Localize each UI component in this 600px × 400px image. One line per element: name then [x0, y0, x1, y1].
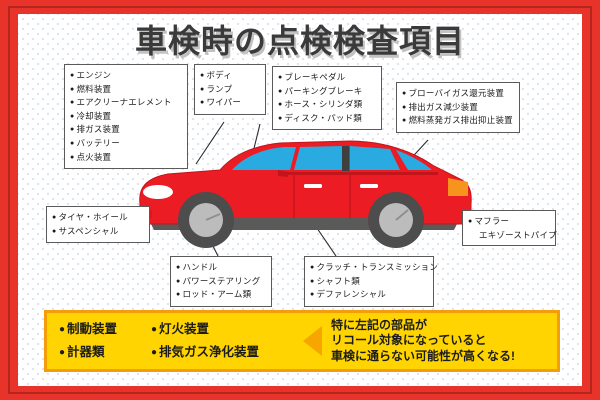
warning-note-line: 車検に通らない可能性が高くなる!	[331, 348, 515, 363]
callout-item: タイヤ・ホイール	[52, 211, 144, 225]
callout-item: 排ガス装置	[70, 123, 182, 137]
warning-note: 特に左記の部品が リコール対象になっていると 車検に通らない可能性が高くなる!	[325, 313, 557, 369]
side-mirror	[278, 170, 288, 177]
callout-item: エンジン	[70, 69, 182, 83]
muffler-callout: マフラー エキゾーストパイプ	[462, 210, 557, 247]
brake-callout: ブレーキペダル パーキングブレーキ ホース・シリンダ類 ディスク・パッド類	[272, 66, 382, 131]
callout-item: 燃料蒸発ガス排出抑止装置	[402, 114, 514, 128]
car-illustration	[138, 140, 472, 248]
front-wheel	[178, 192, 234, 248]
steering-callout: ハンドル パワーステアリング ロッド・アーム類	[170, 256, 272, 307]
warning-note-line: 特に左記の部品が	[331, 317, 428, 332]
frame-line-left	[8, 6, 10, 394]
frame-line-bottom	[8, 392, 592, 394]
callout-item: ホース・シリンダ類	[278, 98, 376, 112]
callout-item: ランプ	[200, 83, 260, 97]
poster-canvas: 車検時の点検検査項目	[18, 14, 582, 386]
headlight	[143, 185, 173, 199]
callout-item: マフラー	[468, 215, 550, 229]
callout-item: エキゾーストパイプ	[479, 229, 557, 240]
beltline-trim	[288, 172, 438, 175]
callout-item: ボディ	[200, 69, 260, 83]
callout-item: パワーステアリング	[176, 275, 266, 289]
summary-item: 制動装置	[59, 318, 151, 341]
left-arrow-icon	[299, 313, 325, 369]
summary-bar-items: 制動装置 灯火装置 計器類 排気ガス浄化装置	[47, 313, 299, 369]
page-title: 車検時の点検検査項目	[133, 21, 466, 61]
b-pillar	[342, 146, 349, 171]
rocker-panel	[234, 218, 368, 225]
callout-item: ディスク・パッド類	[278, 112, 376, 126]
callout-item: エアクリーナエレメント	[70, 96, 182, 110]
rear-door-handle	[360, 184, 378, 188]
summary-item: 計器類	[59, 341, 151, 364]
callout-item: バッテリー	[70, 137, 182, 151]
frame-line-top	[8, 6, 592, 8]
rear-door-window	[350, 146, 400, 170]
front-door-window	[294, 146, 342, 170]
front-door-handle	[304, 184, 322, 188]
callout-item: ワイパー	[200, 96, 260, 110]
callout-item: シャフト類	[310, 275, 428, 289]
summary-item: 排気ガス浄化装置	[151, 341, 291, 364]
drivetrain-callout: クラッチ・トランスミッション シャフト類 デファレンシャル	[304, 256, 438, 307]
callout-item: クラッチ・トランスミッション	[310, 261, 437, 275]
callout-item: パーキングブレーキ	[278, 85, 376, 99]
body-callout: ボディ ランプ ワイパー	[194, 64, 266, 115]
callout-item: デファレンシャル	[310, 288, 428, 302]
callout-item: ハンドル	[176, 261, 266, 275]
engine-callout: エンジン 燃料装置 エアクリーナエレメント 冷却装置 排ガス装置 バッテリー 点…	[64, 64, 188, 170]
summary-bar: 制動装置 灯火装置 計器類 排気ガス浄化装置 特に左記の部品が リコール対象にな…	[44, 310, 560, 372]
callout-item: ロッド・アーム類	[176, 288, 266, 302]
callout-item: 冷却装置	[70, 110, 182, 124]
callout-item: 点火装置	[70, 151, 182, 165]
warning-note-line: リコール対象になっていると	[331, 333, 487, 348]
tail-lamp	[448, 178, 468, 196]
summary-item: 灯火装置	[151, 318, 291, 341]
callout-item: 燃料装置	[70, 83, 182, 97]
emission-callout: ブローバイガス還元装置 排出ガス減少装置 燃料蒸発ガス排出抑止装置	[396, 82, 520, 133]
frame-line-right	[590, 6, 592, 394]
callout-item: サスペンシャル	[52, 225, 144, 239]
callout-item: ブレーキペダル	[278, 71, 376, 85]
callout-item: 排出ガス減少装置	[402, 101, 514, 115]
callout-item: ブローバイガス還元装置	[402, 87, 514, 101]
tire-callout: タイヤ・ホイール サスペンシャル	[46, 206, 150, 244]
rear-wheel	[368, 192, 424, 248]
